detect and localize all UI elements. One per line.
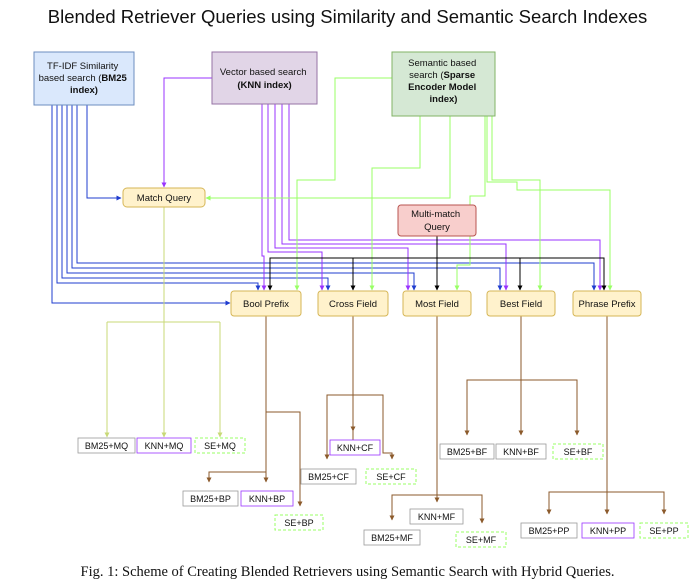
source-node-bm25: TF-IDF Similarity based search (BM25 ind… — [33, 51, 135, 106]
edge-knn-best-field — [281, 104, 509, 291]
edge-knn-most-field — [274, 104, 411, 291]
connector-lines — [51, 77, 667, 524]
result-bm25-cf: BM25+CF — [300, 468, 357, 485]
multi-match-line-1: Multi-match — [411, 209, 460, 220]
svg-text:Semantic based search (S: Semantic based search (Sparse Encoder Mo… — [408, 58, 479, 105]
edge-bm25-most-field — [66, 105, 417, 291]
edge-bm25-bool-prefix — [51, 105, 231, 306]
svg-text:SE+BP: SE+BP — [284, 518, 313, 528]
edge-knn-phrase-prefix — [288, 104, 603, 291]
edge-se-match-query — [205, 116, 451, 201]
svg-text:BM25+MF: BM25+MF — [371, 533, 413, 543]
result-knn-bp: KNN+BP — [240, 490, 294, 507]
query-type-most-field: Most Field — [402, 290, 472, 317]
svg-text:BM25+BF: BM25+BF — [447, 447, 488, 457]
bm25-line-3: index) — [70, 85, 98, 96]
result-se-pp: SE+PP — [639, 522, 689, 539]
result-knn-bf: KNN+BF — [495, 443, 547, 460]
query-type-cross-field: Cross Field — [317, 290, 389, 317]
svg-text:BM25+MQ: BM25+MQ — [85, 441, 128, 451]
se-line-1: Semantic based — [408, 58, 476, 69]
query-type-best-field: Best Field — [486, 290, 556, 317]
edge-mm-phrase-prefix — [437, 257, 607, 291]
result-se-mf: SE+MF — [455, 531, 507, 548]
edge-mm-cross-field — [350, 257, 437, 291]
bm25-line-2: based search (BM25 — [39, 73, 128, 84]
edge-bm25-match-query — [86, 105, 122, 201]
result-bm25-bf: BM25+BF — [439, 443, 495, 460]
query-type-phrase-prefix: Phrase Prefix — [572, 290, 642, 317]
knn-line-2: (KNN index) — [237, 80, 291, 91]
edge-se-most-field — [454, 116, 486, 291]
edge-bm25-cross-field — [61, 105, 331, 291]
svg-text:KNN+MQ: KNN+MQ — [145, 441, 184, 451]
result-knn-pp: KNN+PP — [581, 522, 635, 539]
svg-text:KNN+CF: KNN+CF — [337, 443, 374, 453]
svg-text:Phrase Prefix: Phrase Prefix — [578, 299, 635, 310]
diagram-title: Blended Retriever Queries using Similari… — [47, 6, 648, 27]
edge-se-phrase-prefix — [486, 116, 613, 291]
svg-text:TF-IDF Similarity based: TF-IDF Similarity based search (BM25 ind… — [39, 61, 130, 96]
result-bm25-mq: BM25+MQ — [77, 437, 136, 454]
svg-text:Vector based search (KNN: Vector based search (KNN index) — [220, 67, 309, 91]
source-node-knn: Vector based search (KNN index) — [211, 51, 318, 105]
figure-caption: Fig. 1: Scheme of Creating Blended Retri… — [80, 564, 615, 580]
svg-text:Most Field: Most Field — [415, 299, 459, 310]
edge-se-bool-prefix — [294, 77, 392, 291]
svg-text:BM25+BP: BM25+BP — [190, 494, 231, 504]
result-se-mq: SE+MQ — [194, 437, 246, 454]
svg-text:KNN+MF: KNN+MF — [418, 512, 456, 522]
result-leaves: BM25+MQ KNN+MQ SE+MQ BM25+BP KNN+BP SE+B… — [77, 437, 689, 548]
knn-line-1: Vector based search — [220, 67, 307, 78]
result-knn-mq: KNN+MQ — [136, 437, 192, 454]
edge-bm25-bool-prefix-alt — [56, 105, 261, 291]
query-type-bool-prefix: Bool Prefix — [230, 290, 302, 317]
svg-text:SE+PP: SE+PP — [649, 526, 678, 536]
bm25-line-1: TF-IDF Similarity — [47, 61, 118, 72]
edge-knn-cross-field — [267, 104, 325, 291]
edge-knn-bool-prefix — [261, 104, 267, 291]
svg-text:SE+MQ: SE+MQ — [204, 441, 236, 451]
se-line-3: Encoder Model — [408, 82, 476, 93]
svg-text:BM25+PP: BM25+PP — [529, 526, 570, 536]
edge-bm25-phrase-prefix — [76, 105, 597, 291]
svg-text:Multi-match Query: Multi-match Query — [411, 209, 463, 233]
edge-se-best-field — [491, 116, 543, 291]
svg-text:KNN+PP: KNN+PP — [590, 526, 626, 536]
result-knn-cf: KNN+CF — [329, 439, 381, 456]
multi-match-node: Multi-match Query — [397, 204, 477, 237]
svg-text:SE+CF: SE+CF — [376, 472, 406, 482]
result-se-cf: SE+CF — [365, 468, 417, 485]
svg-text:Bool Prefix: Bool Prefix — [243, 299, 289, 310]
result-se-bp: SE+BP — [274, 514, 324, 531]
se-line-2: search (Sparse — [409, 70, 475, 81]
diagram-canvas: TF-IDF Similarity based search (BM25 ind… — [33, 51, 689, 548]
result-bm25-pp: BM25+PP — [520, 522, 578, 539]
result-knn-mf: KNN+MF — [409, 508, 464, 525]
se-line-4: index) — [430, 94, 458, 105]
svg-text:KNN+BF: KNN+BF — [503, 447, 539, 457]
svg-text:SE+MF: SE+MF — [466, 535, 497, 545]
multi-match-line-2: Query — [424, 222, 450, 233]
edge-se-cross-field — [369, 116, 421, 291]
source-node-se: Semantic based search (Sparse Encoder Mo… — [391, 51, 496, 117]
svg-text:Cross Field: Cross Field — [329, 299, 377, 310]
result-se-bf: SE+BF — [552, 443, 604, 460]
svg-text:KNN+BP: KNN+BP — [249, 494, 285, 504]
match-query-label: Match Query — [137, 193, 192, 204]
match-query-node: Match Query — [122, 187, 206, 208]
svg-text:Best Field: Best Field — [500, 299, 542, 310]
result-bm25-mf: BM25+MF — [363, 529, 421, 546]
result-bm25-bp: BM25+BP — [182, 490, 239, 507]
svg-text:SE+BF: SE+BF — [564, 447, 593, 457]
svg-text:BM25+CF: BM25+CF — [308, 472, 349, 482]
edge-knn-match-query — [161, 77, 212, 188]
edge-bm25-best-field — [71, 105, 503, 291]
